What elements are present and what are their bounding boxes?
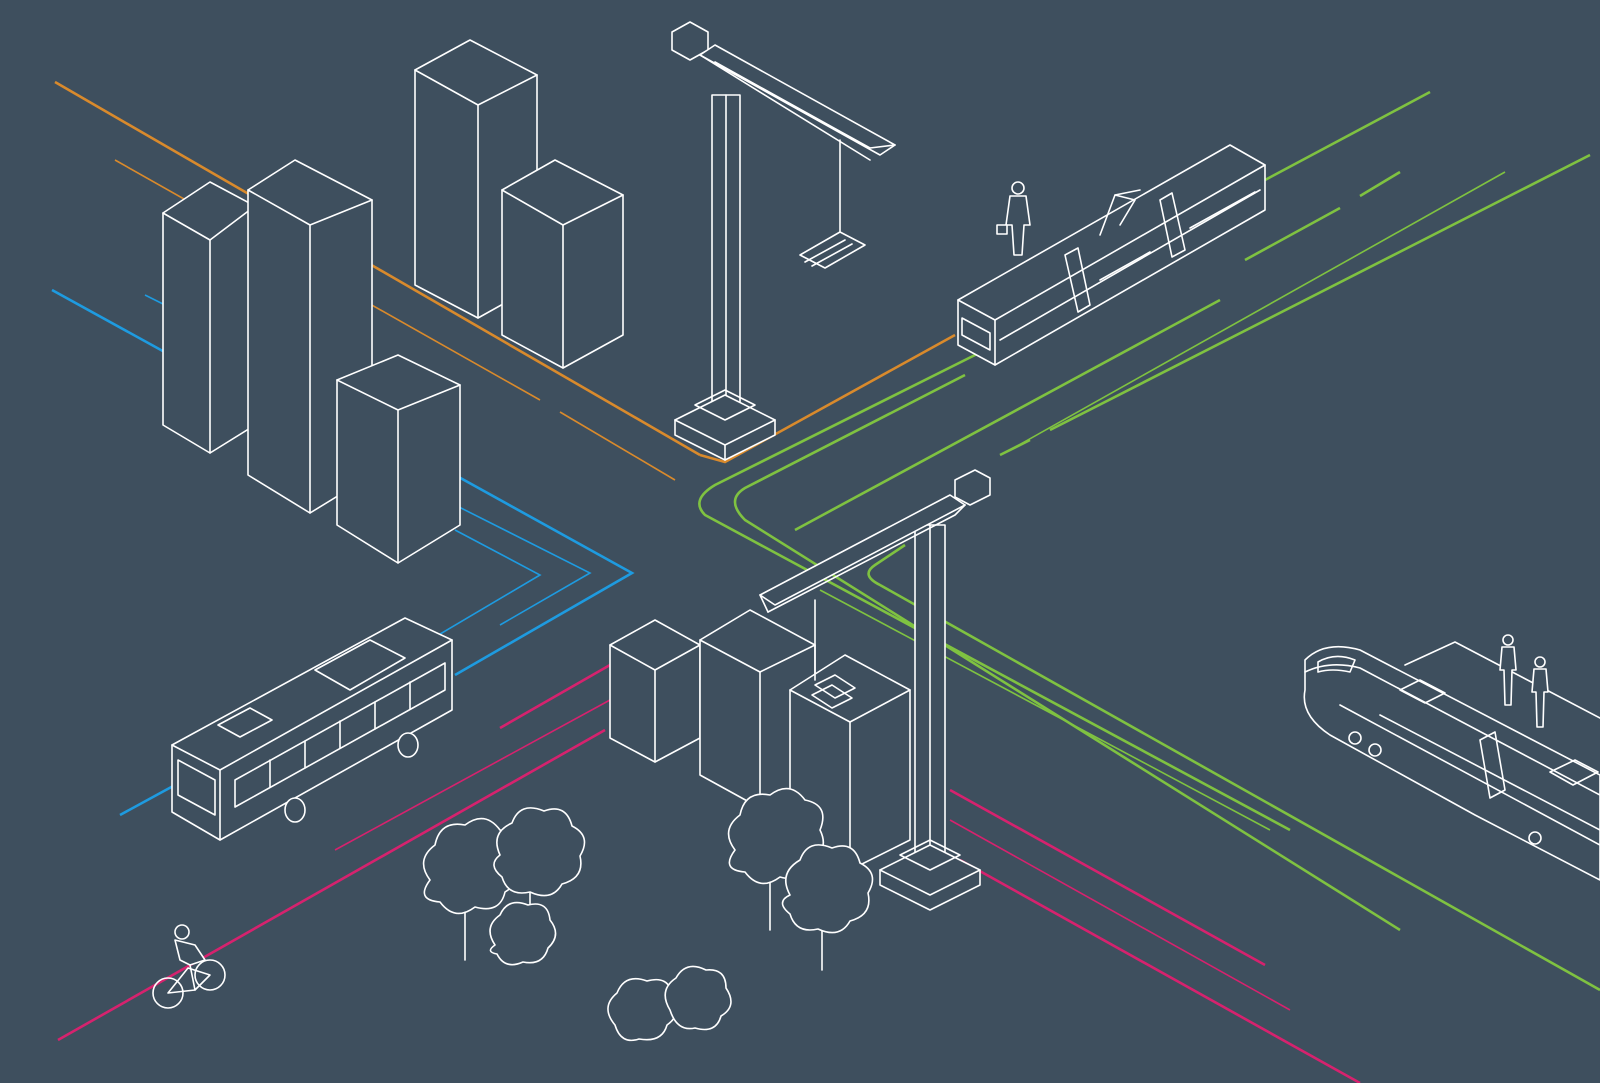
tower-crane-icon [759, 469, 991, 911]
green-route-lines [698, 90, 1600, 992]
tree-icon [493, 807, 586, 921]
high-speed-train-icon [1303, 645, 1600, 881]
tree-icon [664, 965, 732, 1031]
train-platform [1404, 641, 1600, 719]
bus-icon [171, 617, 453, 841]
tree-icon [489, 901, 557, 966]
cyclist-icon [152, 924, 226, 1009]
pedestrian-icon [996, 181, 1031, 256]
skyscraper-icon [162, 181, 256, 454]
tree-icon [781, 844, 874, 971]
pedestrian-icon [1531, 656, 1549, 728]
skyscraper-icon [609, 619, 701, 763]
building-cluster-left [162, 39, 624, 564]
building-cluster-center [609, 609, 911, 871]
skyscraper-icon [336, 354, 461, 564]
blue-route-lines [51, 288, 635, 817]
pedestrian-icon [1499, 634, 1517, 706]
skyscraper-icon [699, 609, 816, 809]
skyscraper-icon [501, 159, 624, 369]
magenta-route-lines [57, 663, 1361, 1083]
tower-crane-icon [671, 21, 896, 461]
tram-icon [957, 144, 1266, 366]
